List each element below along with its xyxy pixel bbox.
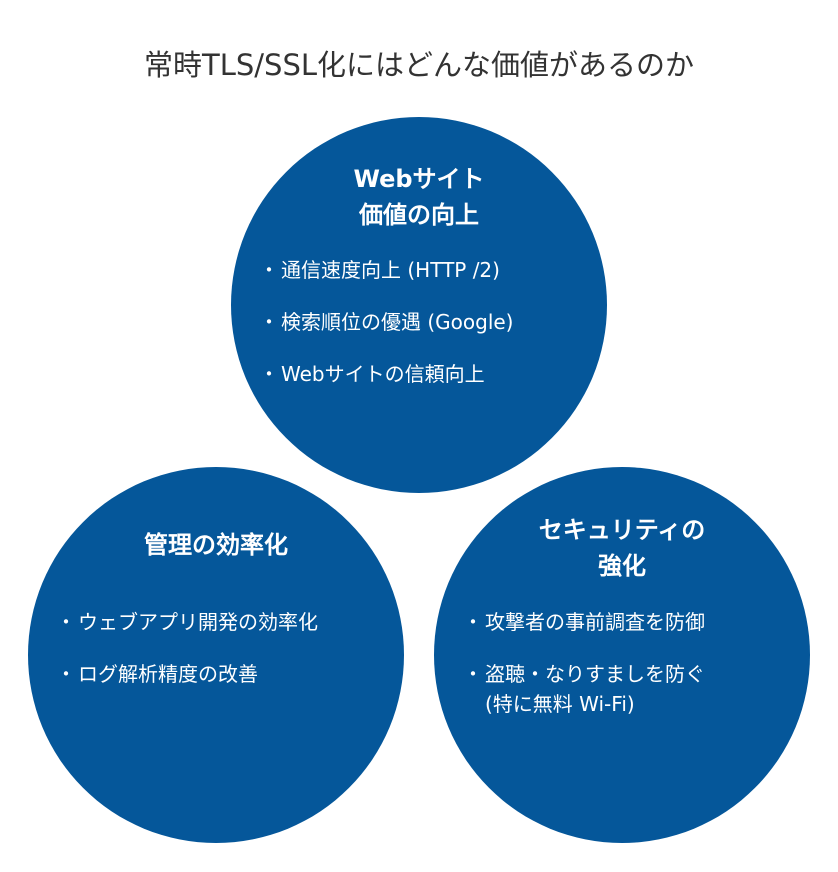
list-item: ・盗聴・なりすましを防ぐ (特に無料 Wi-Fi)	[463, 659, 705, 719]
list-item: ・ウェブアプリ開発の効率化	[56, 607, 318, 637]
bullet-icon: ・	[259, 310, 279, 334]
item-text: ウェブアプリ開発の効率化	[78, 610, 318, 634]
diagram-title: 常時TLS/SSL化にはどんな価値があるのか	[143, 48, 695, 82]
item-text: 通信速度向上 (HTTP /2)	[281, 258, 500, 282]
bullet-icon: ・	[463, 610, 483, 634]
item-text: 盗聴・なりすましを防ぐ (特に無料 Wi-Fi)	[485, 662, 705, 716]
list-item: ・ログ解析精度の改善	[56, 659, 318, 689]
circle-management-efficiency: 管理の効率化 ・ウェブアプリ開発の効率化 ・ログ解析精度の改善	[28, 467, 404, 843]
bullet-icon: ・	[56, 662, 76, 686]
heading-line: セキュリティの	[538, 516, 706, 544]
circle-heading: Webサイト 価値の向上	[231, 161, 607, 233]
bullet-icon: ・	[463, 662, 483, 686]
bullet-list: ・通信速度向上 (HTTP /2) ・検索順位の優遇 (Google) ・Web…	[259, 255, 514, 411]
bullet-list: ・ウェブアプリ開発の効率化 ・ログ解析精度の改善	[56, 607, 318, 711]
circle-heading: 管理の効率化	[28, 527, 404, 563]
item-text: 検索順位の優遇 (Google)	[281, 310, 514, 334]
item-text: Webサイトの信頼向上	[281, 362, 485, 386]
bullet-icon: ・	[56, 610, 76, 634]
heading-line: 強化	[598, 552, 646, 580]
heading-line: 管理の効率化	[144, 531, 288, 559]
heading-line: Webサイト	[353, 165, 485, 193]
heading-line: 価値の向上	[359, 201, 479, 229]
bullet-icon: ・	[259, 362, 279, 386]
list-item: ・通信速度向上 (HTTP /2)	[259, 255, 514, 285]
list-item: ・攻撃者の事前調査を防御	[463, 607, 705, 637]
bullet-list: ・攻撃者の事前調査を防御 ・盗聴・なりすましを防ぐ (特に無料 Wi-Fi)	[463, 607, 705, 741]
list-item: ・検索順位の優遇 (Google)	[259, 307, 514, 337]
circle-security: セキュリティの 強化 ・攻撃者の事前調査を防御 ・盗聴・なりすましを防ぐ (特に…	[434, 467, 810, 843]
item-text: 攻撃者の事前調査を防御	[485, 610, 705, 634]
circle-website-value: Webサイト 価値の向上 ・通信速度向上 (HTTP /2) ・検索順位の優遇 …	[231, 117, 607, 493]
circle-heading: セキュリティの 強化	[434, 512, 810, 584]
bullet-icon: ・	[259, 258, 279, 282]
item-text: ログ解析精度の改善	[78, 662, 258, 686]
list-item: ・Webサイトの信頼向上	[259, 359, 514, 389]
